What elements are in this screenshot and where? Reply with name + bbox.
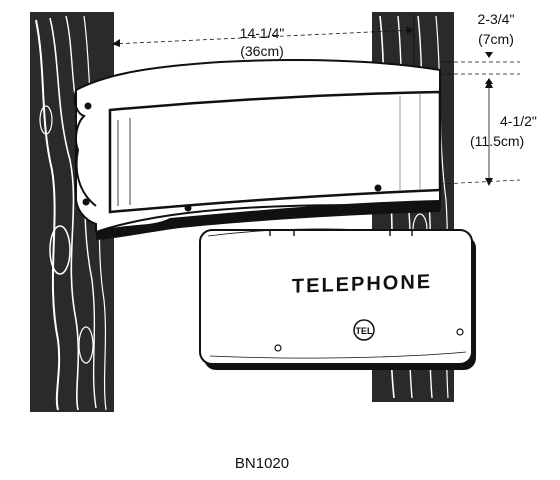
- cover-label: TELEPHONE: [292, 271, 432, 298]
- screw-icon: [374, 184, 382, 192]
- depth-dimension-metric: (7cm): [478, 31, 514, 47]
- model-code: BN1020: [235, 455, 289, 472]
- screw-icon: [84, 102, 92, 110]
- screw-icon: [82, 198, 90, 206]
- height-dimension-metric: (11.5cm): [470, 133, 524, 149]
- enclosure-box: [73, 59, 442, 240]
- screw-icon: [456, 328, 464, 336]
- svg-text:TEL: TEL: [356, 326, 374, 336]
- height-dimension-imperial: 4-1/2": [500, 113, 537, 129]
- screw-icon: [274, 344, 282, 352]
- dimension-lines: [111, 14, 521, 186]
- depth-dimension-imperial: 2-3/4": [478, 11, 515, 27]
- manufacturer-logo-icon: TEL: [353, 319, 375, 341]
- width-dimension-imperial: 14-1/4": [240, 25, 285, 41]
- screw-icon: [184, 204, 192, 212]
- telephone-cover: TELEPHONE TEL: [199, 228, 476, 370]
- width-dimension-metric: (36cm): [240, 43, 284, 59]
